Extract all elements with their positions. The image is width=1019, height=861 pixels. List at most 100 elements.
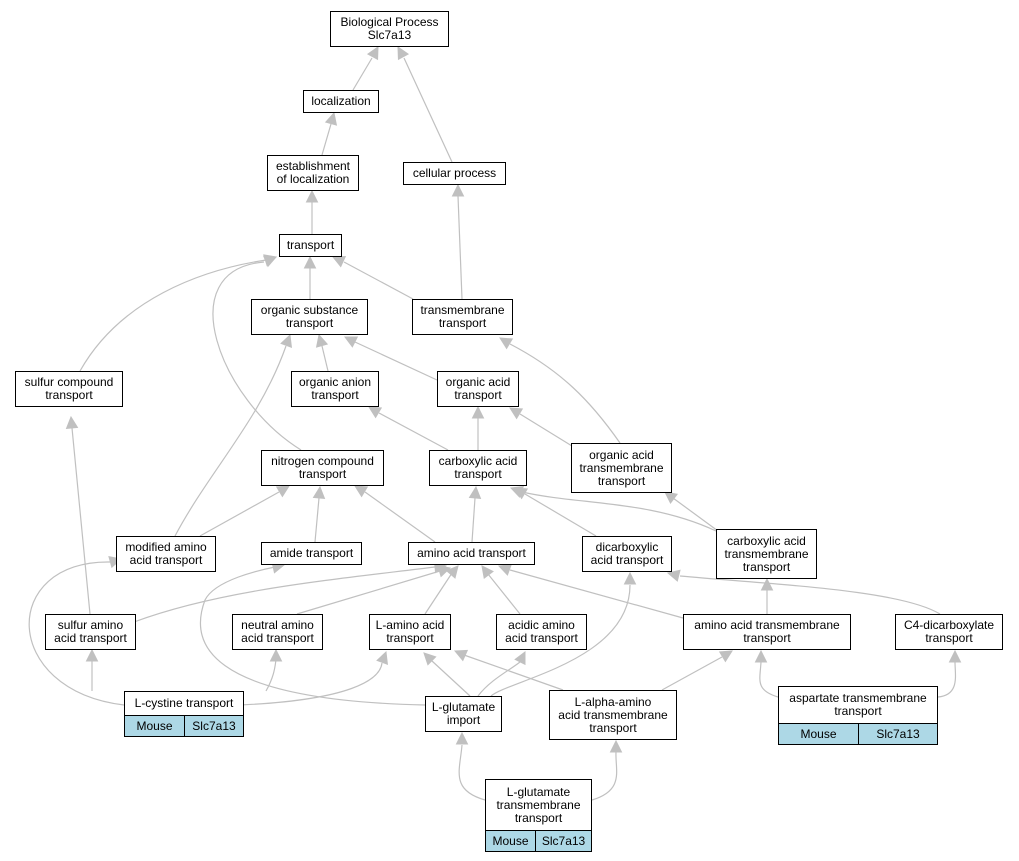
node-neutral-amino-acid-transport[interactable]: neutral amino acid transport: [232, 614, 323, 650]
species-badge[interactable]: Mouse: [779, 724, 858, 744]
node-label: L-cystine transport: [134, 696, 234, 710]
node-biological-process[interactable]: Biological Process Slc7a13: [330, 11, 449, 47]
gene-badge[interactable]: Slc7a13: [183, 716, 243, 736]
gene-badge[interactable]: Slc7a13: [858, 724, 937, 744]
node-organic-acid-transmembrane-transport[interactable]: organic acid transmembrane transport: [571, 443, 672, 493]
edge-42: [937, 661, 957, 698]
node-aspartate-transmembrane-transport[interactable]: aspartate transmembrane transport Mouse …: [778, 686, 938, 745]
arrowhead-39: [453, 649, 469, 662]
arrowhead-10: [343, 336, 359, 348]
node-l-cystine-transport[interactable]: L-cystine transport Mouse Slc7a13: [124, 691, 244, 737]
arrowhead-22: [760, 577, 774, 591]
arrowhead-34: [376, 650, 388, 665]
edge-18: [364, 491, 436, 543]
edge-36: [199, 566, 426, 706]
edge-24: [71, 427, 91, 615]
node-c4-dicarboxylate-transport[interactable]: C4-dicarboxylate transport: [895, 614, 1003, 650]
arrowhead-26: [437, 565, 452, 578]
edge-20: [524, 493, 597, 537]
arrowhead-43: [455, 731, 469, 745]
node-organic-acid-transport[interactable]: organic acid transport: [437, 371, 519, 407]
arrowhead-16: [275, 485, 290, 498]
node-modified-amino-acid-transport[interactable]: modified amino acid transport: [116, 536, 216, 572]
node-carboxylic-acid-transmembrane-transport[interactable]: carboxylic acid transmembrane transport: [716, 529, 817, 579]
edge-9: [321, 345, 329, 372]
edge-7: [79, 259, 267, 372]
edge-27: [424, 572, 453, 615]
node-organic-substance-transport[interactable]: organic substance transport: [251, 299, 368, 335]
arrowhead-4: [451, 183, 465, 197]
arrowhead-27: [445, 565, 459, 579]
node-sulfur-amino-acid-transport[interactable]: sulfur amino acid transport: [45, 614, 136, 650]
node-l-glutamate-import[interactable]: L-glutamate import: [425, 696, 502, 732]
arrowhead-41: [754, 649, 768, 663]
node-organic-anion-transport[interactable]: organic anion transport: [291, 371, 379, 407]
edges: [28, 46, 962, 801]
node-carboxylic-acid-transport[interactable]: carboxylic acid transport: [429, 450, 527, 486]
edge-8: [212, 261, 302, 451]
arrowhead-8: [262, 255, 278, 268]
gene-badge[interactable]: Slc7a13: [535, 831, 591, 851]
edge-32: [28, 561, 125, 706]
node-localization[interactable]: localization: [303, 90, 379, 113]
arrowhead-0: [366, 46, 379, 61]
edge-37: [477, 661, 521, 697]
edge-39: [463, 654, 564, 691]
arrowhead-9: [315, 333, 329, 348]
node-nitrogen-compound-transport[interactable]: nitrogen compound transport: [261, 450, 384, 486]
arrowhead-17: [312, 485, 326, 500]
node-amino-acid-transport[interactable]: amino acid transport: [408, 542, 535, 565]
edge-41: [759, 661, 779, 698]
arrowhead-38: [423, 652, 437, 666]
edge-30: [679, 575, 941, 615]
node-amino-acid-transmembrane-transport[interactable]: amino acid transmembrane transport: [683, 614, 851, 650]
arrowhead-35: [269, 648, 283, 662]
arrowhead-37: [514, 650, 526, 666]
arrowhead-29: [497, 564, 512, 576]
arrowhead-23: [664, 491, 678, 504]
annotation-row: Mouse Slc7a13: [125, 715, 243, 736]
edge-43: [458, 744, 486, 801]
node-label: aspartate transmembrane transport: [789, 691, 927, 718]
node-acidic-amino-acid-transport[interactable]: acidic amino acid transport: [496, 614, 587, 650]
arrowhead-19: [468, 485, 482, 500]
arrowhead-13: [368, 406, 383, 419]
species-badge[interactable]: Mouse: [486, 831, 536, 851]
node-l-amino-acid-transport[interactable]: L-amino acid transport: [369, 614, 451, 650]
node-cellular-process[interactable]: cellular process: [403, 162, 506, 185]
edge-11: [509, 343, 621, 444]
arrowhead-12: [471, 405, 485, 419]
node-sulfur-compound-transport[interactable]: sulfur compound transport: [15, 371, 123, 407]
node-transport[interactable]: transport: [279, 234, 342, 257]
node-amide-transport[interactable]: amide transport: [261, 542, 362, 565]
edge-14: [519, 413, 573, 447]
edge-38: [431, 660, 471, 697]
arrowhead-14: [509, 407, 524, 420]
arrowhead-3: [305, 189, 319, 203]
arrowhead-6: [331, 256, 347, 268]
arrowhead-2: [324, 111, 338, 126]
node-dicarboxylic-acid-transport[interactable]: dicarboxylic acid transport: [582, 536, 672, 572]
edge-1: [403, 57, 453, 163]
arrowhead-44: [609, 739, 623, 753]
arrowhead-42: [948, 649, 962, 663]
edge-13: [378, 412, 449, 451]
edge-10: [354, 341, 438, 381]
node-l-alpha-amino-acid-transmembrane-transport[interactable]: L-alpha-amino acid transmembrane transpo…: [549, 690, 677, 740]
edge-4: [457, 195, 463, 300]
edge-21: [521, 491, 717, 532]
arrowhead-31: [623, 571, 637, 585]
arrowhead-30: [666, 569, 681, 582]
arrowhead-1: [397, 46, 410, 61]
edge-2: [321, 123, 332, 156]
node-establishment-of-localization[interactable]: establishment of localization: [267, 155, 359, 191]
edge-28: [487, 573, 521, 615]
node-l-glutamate-transmembrane-transport[interactable]: L-glutamate transmembrane transport Mous…: [485, 779, 592, 852]
node-transmembrane-transport[interactable]: transmembrane transport: [412, 299, 513, 335]
edge-16: [199, 491, 280, 537]
arrowhead-5: [303, 255, 317, 269]
species-badge[interactable]: Mouse: [125, 716, 184, 736]
arrowhead-24: [65, 415, 79, 430]
arrowhead-15: [280, 333, 292, 348]
